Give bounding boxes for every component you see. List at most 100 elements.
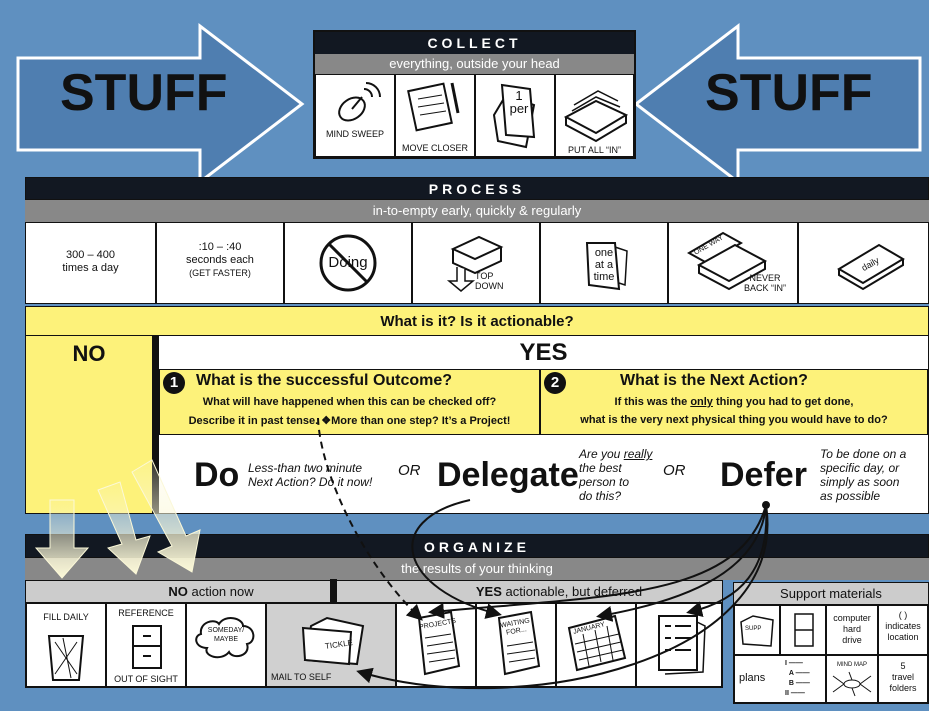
next-action-line1: If this was the only thing you had to ge… [614,396,854,408]
stuff-left-arrow [16,22,305,186]
no-label: NO [72,341,106,366]
filing-cabinet-icon [132,625,162,669]
duration-note: (GET FASTER) [189,268,251,278]
delegate-word: Delegate [437,456,579,494]
support-title: Support materials [734,583,928,605]
plans-label: plans [739,672,766,684]
yes-actionable-header: YES actionable, but deferred [396,581,722,603]
organize-subtitle: the results of your thinking [25,558,929,580]
inbox-tray-icon [563,90,629,143]
support-cabinet [780,605,826,655]
calendar: JANUARY [556,603,636,687]
outcome-title: What is the successful Outcome? [196,372,453,389]
defer-word: Defer [720,456,807,494]
outline-icon: I —— A —— B ——II —— [785,660,810,697]
outcome-number: 1 [163,372,185,394]
duration-range: :10 – :40 [198,241,242,253]
stuff-right-arrow [633,22,922,186]
trash-bin: FILL DAILY [26,603,106,687]
someday-maybe-label: SOMEDAY/MAYBE [207,627,245,643]
projects-list: PROJECTS [396,603,476,687]
frequency-unit: times a day [62,262,119,274]
fill-daily-label: FILL DAILY [43,612,89,622]
no-action-header: NO action now [26,581,396,603]
paper-stack-arrow-icon [446,235,504,292]
outcome-line1: What will have happened when this can be… [202,396,497,408]
single-page-icon [585,242,628,291]
reference-label: REFERENCE [118,608,174,618]
process-daily: daily [798,222,929,304]
collect-one-per: 1 per [475,74,555,157]
organize-title: ORGANIZE [25,534,929,558]
mind-map-label: MIND MAP [837,662,867,668]
mail-tickle-divider [330,579,337,605]
checklist-icon [658,615,706,675]
notepad-icon [407,82,460,132]
actionable-question: What is it? Is it actionable? [26,307,928,336]
waiting-pages-icon [497,610,541,676]
support-mind-map: MIND MAP [826,655,878,703]
thought-cloud-icon [195,617,255,659]
put-all-in-label: PUT ALL “IN” [567,145,621,155]
next-action-line2: what is the very next physical thing you… [580,414,888,426]
duration-unit: seconds each [186,254,254,266]
stuff-left-label: STUFF [60,64,228,122]
out-of-sight-label: OUT OF SIGHT [114,674,178,684]
collect-move-closer: MOVE CLOSER [395,74,475,157]
mind-map-icon [832,671,872,697]
collect-mind-sweep: MIND SWEEP [315,74,395,157]
or-label-1: OR [398,462,421,479]
someday-maybe: SOMEDAY/MAYBE [186,603,266,687]
frequency-range: 300 – 400 [66,249,115,261]
collect-put-all-in: PUT ALL “IN” [555,74,634,157]
next-actions-list [636,603,722,687]
projects-pages-icon [417,610,461,676]
calendar-icon [567,614,627,672]
next-action-title: What is the Next Action? [620,372,808,389]
mind-sweep-label: MIND SWEEP [325,129,384,139]
move-closer-label: MOVE CLOSER [401,143,468,153]
one-per-label: 1 per [509,88,529,116]
no-sign-icon [319,234,377,292]
collect-title: COLLECT [315,32,634,54]
next-action-number: 2 [544,372,566,394]
next-action-box [540,369,928,435]
outcome-line2: Describe it in past tense. ❖More than on… [188,415,511,427]
yes-bar-divider [152,336,159,513]
trash-can-icon [47,635,85,681]
stuff-right-label: STUFF [705,64,873,122]
daily-tray-icon [837,243,905,291]
stack-of-pages-icon [492,83,536,149]
reference-file: REFERENCE OUT OF SIGHT [106,603,186,687]
one-way-tray-icon [686,231,768,291]
process-subtitle: in-to-empty early, quickly & regularly [25,200,929,222]
tickler-file: TICKLE MAIL TO SELF [266,603,396,687]
process-title: PROCESS [25,177,929,200]
collect-subtitle: everything, outside your head [315,54,634,74]
support-cabinet-icon [794,613,814,647]
or-label-2: OR [663,462,686,479]
mail-to-self-label: MAIL TO SELF [271,672,332,682]
support-folder: SUPP [734,605,780,655]
yes-label: YES [519,339,568,366]
support-plans: plans I —— A —— B ——II —— [734,655,826,703]
folder-icon [301,616,365,666]
process-no-doing: Doing [284,222,412,304]
do-word: Do [194,456,240,494]
